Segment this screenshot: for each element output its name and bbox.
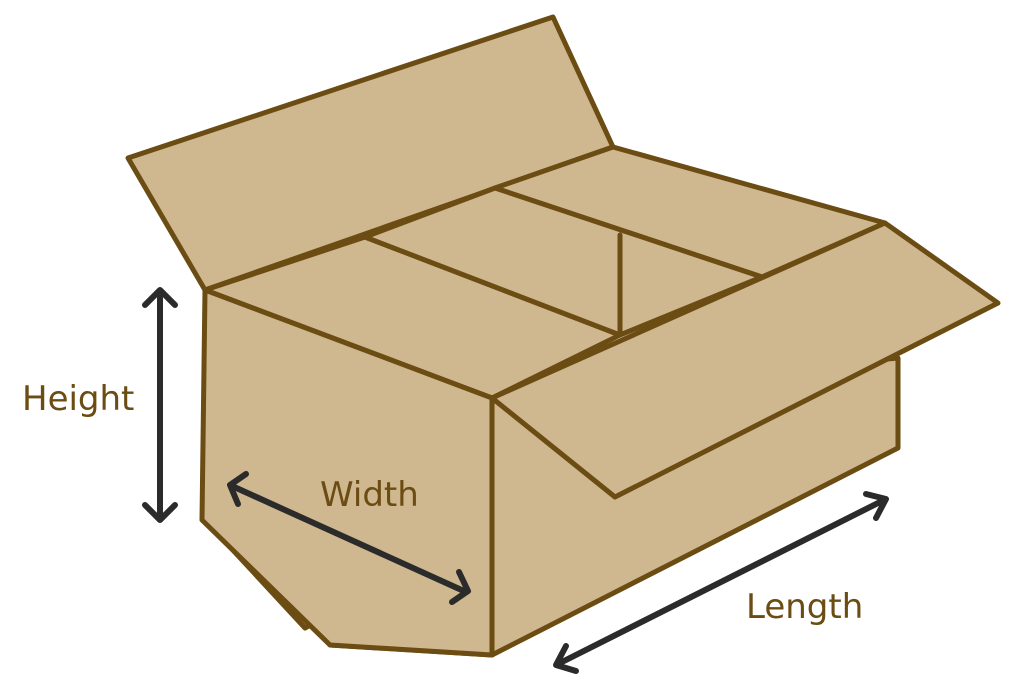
width-label: Width: [320, 475, 419, 515]
length-arrow: [553, 491, 889, 674]
height-label: Height: [22, 379, 134, 419]
width-arrow: [227, 471, 471, 605]
height-arrow: [142, 287, 178, 523]
front-wall-left: [199, 287, 495, 658]
front-top-flap: [489, 220, 1001, 500]
length-label: Length: [746, 587, 863, 627]
